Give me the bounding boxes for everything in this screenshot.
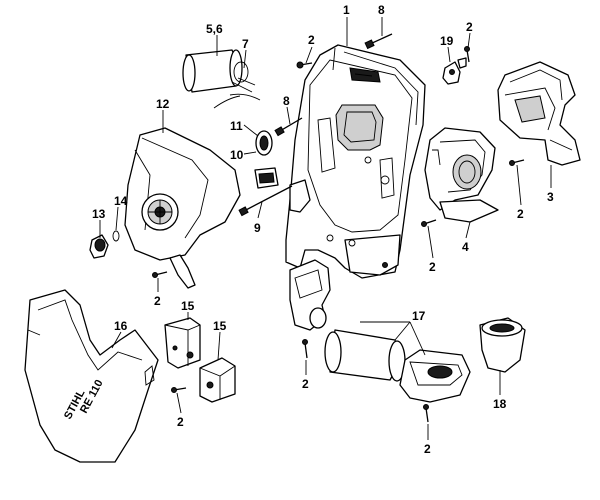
callout-7: 7: [242, 37, 249, 51]
callout-5-6: 5,6: [206, 22, 223, 36]
part-18-cup[interactable]: [479, 317, 526, 373]
callout-14: 14: [114, 194, 128, 208]
part-3-holder[interactable]: [497, 61, 581, 166]
callout-2-d: 2: [429, 260, 436, 274]
part-8-screw-top[interactable]: [364, 33, 393, 50]
callout-15-b: 15: [213, 319, 227, 333]
part-17-connector-left[interactable]: [289, 259, 331, 331]
callout-17: 17: [412, 309, 426, 323]
part-17-connector-right[interactable]: [399, 349, 471, 403]
part-2-screw-h[interactable]: [423, 404, 429, 423]
part-2-screw-a[interactable]: [296, 61, 313, 69]
callout-8-mid: 8: [283, 94, 290, 108]
callout-18: 18: [493, 397, 507, 411]
part-11-knob[interactable]: [255, 130, 273, 156]
callout-13: 13: [92, 207, 106, 221]
callout-2-h: 2: [424, 442, 431, 456]
part-4-inlet-housing[interactable]: [424, 127, 499, 223]
part-2-screw-b[interactable]: [464, 46, 470, 63]
callout-11: 11: [230, 119, 243, 133]
part-15-block-a[interactable]: [164, 317, 201, 369]
callout-2-b: 2: [466, 20, 473, 34]
callout-2-e: 2: [154, 294, 161, 308]
callout-2-f: 2: [177, 415, 184, 429]
part-8-screw-mid[interactable]: [274, 117, 303, 137]
part-2-screw-g[interactable]: [302, 339, 308, 359]
part-17-tube[interactable]: [324, 329, 406, 382]
callout-2-g: 2: [302, 377, 309, 391]
callout-8-top: 8: [378, 3, 385, 17]
part-9-long-screw[interactable]: [238, 185, 293, 217]
part-16-front-cover[interactable]: STIHL RE 110: [24, 289, 159, 463]
part-14-o-ring[interactable]: [112, 230, 120, 242]
callout-1: 1: [343, 3, 350, 17]
leader-lines: [99, 17, 552, 440]
part-5-6-capacitor[interactable]: [182, 49, 256, 93]
part-10-switch[interactable]: [254, 167, 279, 189]
part-15-block-b[interactable]: [199, 357, 236, 403]
callout-3: 3: [547, 190, 554, 204]
part-12-pump-housing[interactable]: [124, 127, 241, 289]
callout-2-c: 2: [517, 207, 524, 221]
part-1-main-housing[interactable]: [285, 44, 426, 279]
callout-9: 9: [254, 221, 261, 235]
callout-numbers: 1 8 2 5,6 7 19 2 12 8 11 10 9 13 14 3 2 …: [92, 3, 554, 456]
callout-2-a: 2: [308, 33, 315, 47]
part-7-clip[interactable]: [213, 61, 261, 109]
callout-10: 10: [230, 148, 244, 162]
callout-15-a: 15: [181, 299, 195, 313]
part-2-screw-e[interactable]: [152, 271, 168, 278]
callout-12: 12: [156, 97, 170, 111]
callout-19: 19: [440, 34, 454, 48]
part-13-cap[interactable]: [89, 234, 109, 259]
part-2-screw-f[interactable]: [171, 387, 187, 393]
callout-4: 4: [462, 240, 469, 254]
part-19-bracket[interactable]: [442, 57, 467, 85]
part-2-screw-c[interactable]: [509, 159, 525, 166]
callout-16: 16: [114, 319, 128, 333]
part-2-screw-d[interactable]: [421, 219, 437, 227]
